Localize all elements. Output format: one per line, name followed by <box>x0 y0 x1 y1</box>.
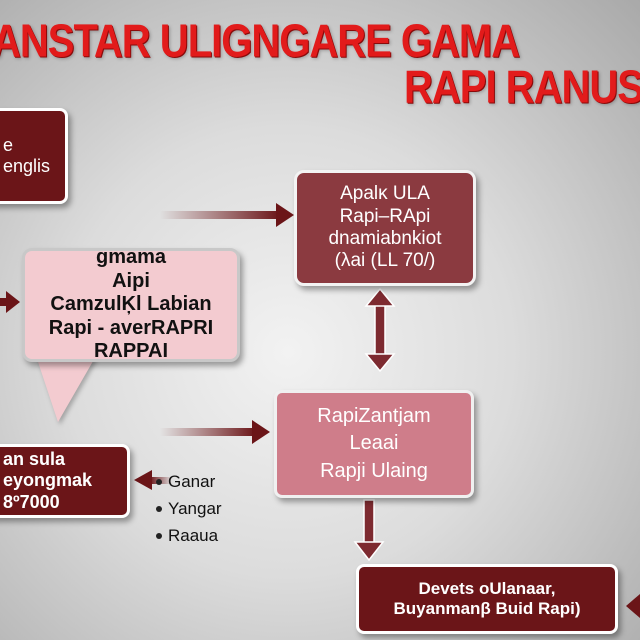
node-text: Rapi–RApi <box>339 205 431 227</box>
arrow-right-edge <box>626 594 640 618</box>
node-text: e <box>3 134 14 155</box>
legend-item: Yangar <box>156 495 222 522</box>
bullet-legend: Ganar Yangar Raaua <box>156 468 222 550</box>
node-text: Aipi <box>112 269 150 292</box>
arrow-to-middle-box <box>0 291 20 313</box>
node-text: an sula <box>3 449 66 470</box>
node-text: gmama <box>95 246 167 269</box>
node-text: englis <box>3 156 51 176</box>
bullet-icon <box>156 478 162 485</box>
legend-item: Ganar <box>156 468 222 495</box>
title-line-1: ANSTAR ULIGNGARE GAMA <box>0 16 520 67</box>
node-text: Αpalκ ULA <box>340 183 430 205</box>
node-top-left: e englis <box>0 108 68 204</box>
node-text: dnamiabnkiot <box>328 228 442 249</box>
node-top-right: Αpalκ ULA Rapi–RApi dnamiabnkiot (λai (L… <box>294 170 476 286</box>
node-text: 8º7000 <box>3 491 60 512</box>
node-text: Buyanmanβ Buid Rapi) <box>393 599 581 618</box>
bullet-icon <box>156 532 162 539</box>
arrow-updown-right <box>364 287 396 373</box>
node-text: Rapi - averRAPRI <box>48 316 214 339</box>
title-line-2: RAPI RANUSA <box>404 62 640 113</box>
node-text: (λai (LL 70/) <box>334 250 436 272</box>
arrow-to-top-right <box>160 203 294 227</box>
node-center: RapiZantjam Leaai Rapji Ulaing <box>274 390 474 498</box>
speech-bubble-tail <box>36 356 96 422</box>
node-text: RapiZantjam <box>317 404 431 427</box>
node-middle-speech-bubble: gmama Aipi CamzulĶl Labian Rapi - averRA… <box>22 246 240 363</box>
node-text: Devets οUlanaar, <box>418 578 556 598</box>
legend-item: Raaua <box>156 522 222 549</box>
node-text: Leaai <box>349 432 399 455</box>
arrow-to-center <box>160 420 270 444</box>
node-text: CamzulĶl Labian <box>50 293 212 316</box>
node-text: eyongmak <box>3 470 93 491</box>
node-text: Rapji Ulaing <box>320 459 428 482</box>
node-bottom-left: an sula eyongmak 8º7000 <box>0 444 130 518</box>
arrow-down-to-bottom-right <box>353 499 385 562</box>
node-bottom-right: Devets οUlanaar, Buyanmanβ Buid Rapi) <box>356 564 618 634</box>
bullet-icon <box>156 505 162 512</box>
node-text: RAPPAI <box>93 340 169 363</box>
